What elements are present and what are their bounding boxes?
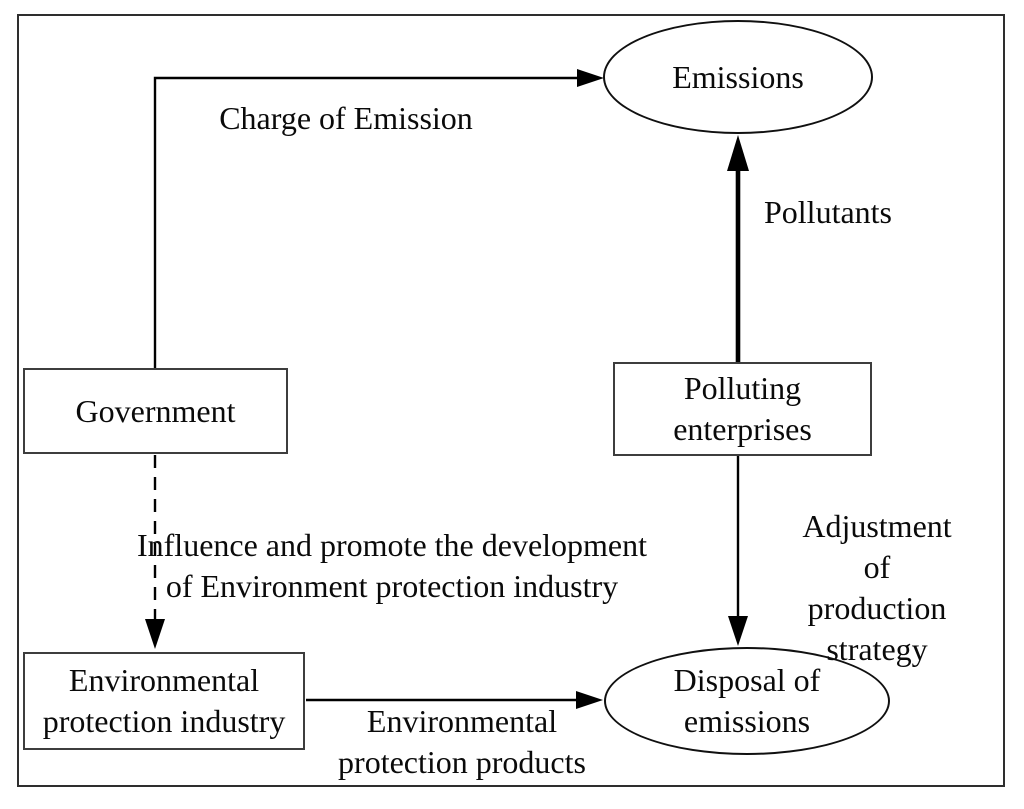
- arrowhead-polluting-to-emissions: [727, 135, 749, 171]
- node-environmental-protection-industry: Environmental protection industry: [23, 652, 305, 750]
- edge-label-adjustment-of-production-strategy: Adjustment of production strategy: [802, 508, 952, 667]
- node-polluting-enterprises: Polluting enterprises: [613, 362, 872, 456]
- arrowhead-polluting-to-disposal: [728, 616, 748, 646]
- edge-label-charge-of-emission: Charge of Emission: [219, 100, 473, 136]
- edge-label-environmental-protection-products: Environmental protection products: [338, 703, 586, 780]
- node-government: Government: [23, 368, 288, 454]
- diagram-border: [17, 14, 1005, 787]
- node-disposal-of-emissions: Disposal of emissions: [604, 647, 890, 755]
- arrowhead-government-to-emissions: [577, 69, 604, 87]
- arrowhead-government-to-industry: [145, 619, 165, 649]
- arrowhead-industry-to-disposal: [576, 691, 603, 709]
- node-emissions: Emissions: [603, 20, 873, 134]
- edge-label-pollutants: Pollutants: [763, 194, 893, 230]
- edge-label-influence-and-promote: Influence and promote the development of…: [136, 527, 648, 604]
- edge-government-to-emissions: [153, 76, 578, 368]
